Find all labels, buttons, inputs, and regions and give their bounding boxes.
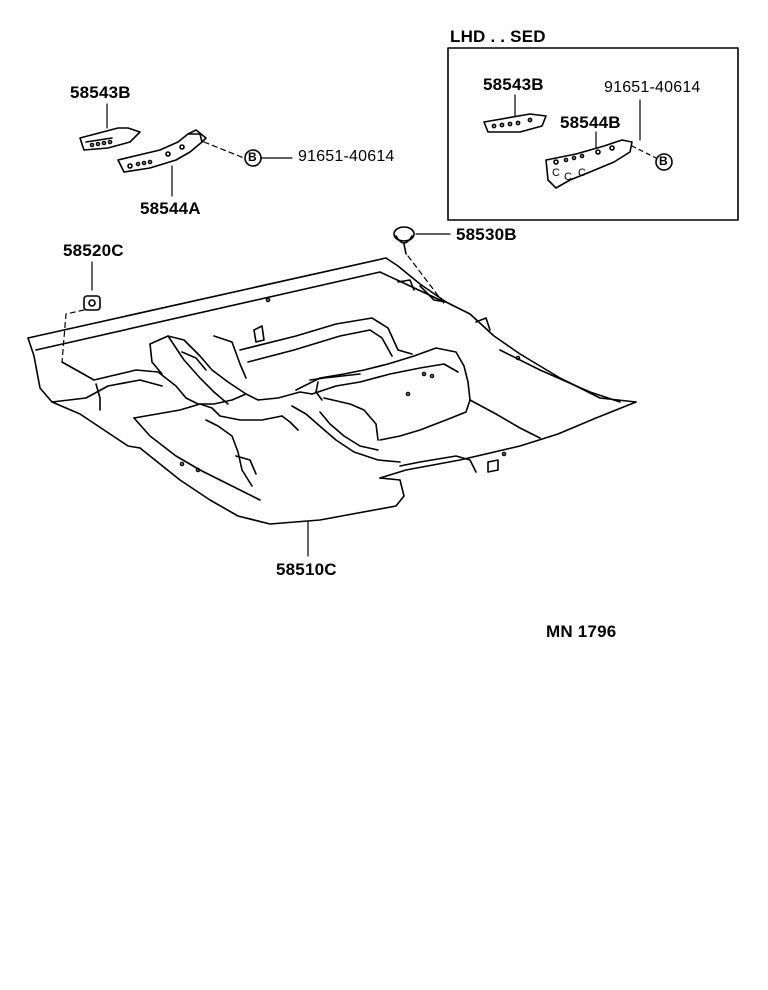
- bolt-letter-left: B: [248, 150, 257, 164]
- clip-letter-inset-1: C: [552, 167, 561, 179]
- bolt-symbol-left: [244, 149, 262, 167]
- bracket-58544a: [117, 129, 207, 173]
- label-58544b-inset: 58544B: [560, 113, 621, 132]
- bracket-58543b-left: [79, 127, 141, 151]
- label-58544a: 58544A: [140, 199, 201, 218]
- clip-58530b: [393, 226, 415, 255]
- bolt-symbol-inset: [655, 153, 673, 171]
- label-91651-40614-left: 91651-40614: [298, 148, 395, 165]
- inset-title: LHD . . SED: [450, 27, 546, 46]
- clip-58520c: [83, 295, 101, 311]
- inset-frame: [447, 47, 739, 221]
- label-58530b: 58530B: [456, 225, 517, 244]
- label-91651-40614-inset: 91651-40614: [604, 79, 701, 96]
- bracket-58543b-inset: [483, 113, 547, 133]
- label-58510c: 58510C: [276, 560, 337, 579]
- bracket-58544b-inset: [545, 139, 633, 189]
- floor-carpet-58510c: [27, 257, 637, 525]
- label-58520c: 58520C: [63, 241, 124, 260]
- clip-letter-inset-2: C: [564, 171, 573, 183]
- drawing-id: MN 1796: [546, 622, 617, 641]
- label-58543b-inset: 58543B: [483, 75, 544, 94]
- label-58543b: 58543B: [70, 83, 131, 102]
- clip-letter-inset-3: C: [578, 167, 587, 179]
- bolt-letter-inset: B: [659, 154, 668, 168]
